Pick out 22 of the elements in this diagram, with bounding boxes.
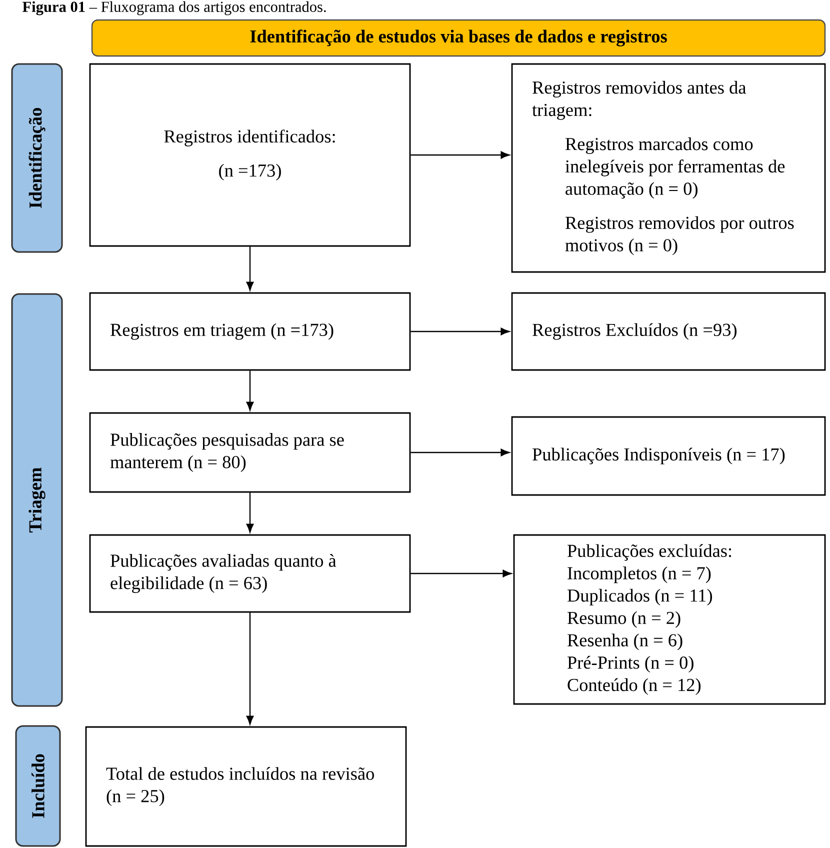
- arrow: [246, 370, 254, 411]
- process-box: Registros identificados: (n =173): [89, 63, 411, 247]
- arrow: [410, 570, 512, 578]
- header-band: Identificação de estudos via bases de dados e registros: [91, 19, 826, 57]
- process-box: Publicações pesquisadas para se manterem (n = 80): [89, 412, 411, 493]
- arrow: [246, 612, 254, 725]
- arrow: [410, 151, 510, 159]
- process-box: Registros Excluídos (n =93): [511, 292, 826, 371]
- phase-label: Incluído: [15, 725, 61, 847]
- process-box: Publicações Indisponíveis (n = 17): [511, 416, 826, 496]
- process-box: Registros em triagem (n =173): [89, 292, 411, 371]
- arrow: [246, 246, 254, 291]
- process-box: Registros removidos antes da triagem: Registros marcados como inelegíveis por ferramentas de automação (n = 0) Registros removidos por outros motivos (n = 0): [511, 63, 826, 273]
- arrow: [410, 448, 510, 456]
- process-box: Publicações excluídas: Incompletos (n = 7) Duplicados (n = 11) Resumo (n = 2) Resenha (n = 6) Pré-Prints (n = 0) Conteúdo (n = 12): [513, 534, 826, 705]
- phase-label: Identificação: [11, 63, 63, 253]
- figure-title: Figura 01 – Fluxograma dos artigos encontrados.: [22, 1, 326, 16]
- arrow: [410, 328, 510, 336]
- phase-label: Triagem: [11, 293, 63, 707]
- process-box: Total de estudos incluídos na revisão (n = 25): [85, 726, 407, 847]
- process-box: Publicações avaliadas quanto à elegibilidade (n = 63): [89, 534, 411, 613]
- arrow: [246, 492, 254, 533]
